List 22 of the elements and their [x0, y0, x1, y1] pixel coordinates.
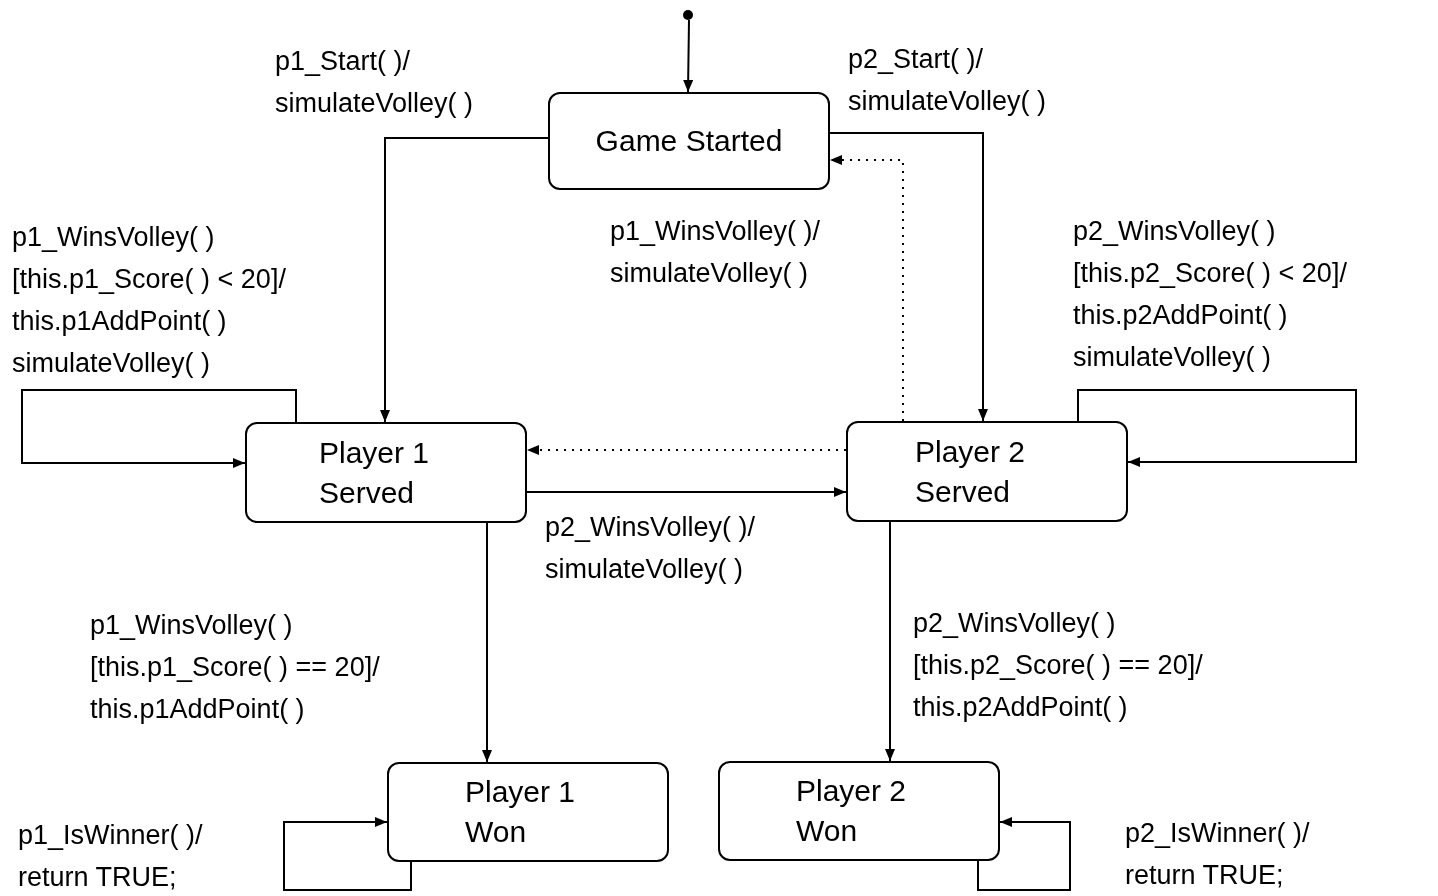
- dotted-transition-arrow: [829, 155, 904, 422]
- transition-arrow: [977, 817, 1071, 891]
- state-name: Player 1 Served: [319, 434, 431, 511]
- transition-arrow: [380, 137, 549, 423]
- state-name: Player 2 Served: [915, 433, 1027, 510]
- transition-arrow: [683, 19, 694, 93]
- state-box: [548, 92, 830, 190]
- transition-arrow: [482, 522, 492, 763]
- transition-arrow: [21, 389, 297, 468]
- transition-arrow: [885, 521, 895, 762]
- state-name: Player 2 Won: [796, 773, 908, 849]
- transition-arrow: [1077, 389, 1357, 467]
- state-box: [245, 422, 527, 523]
- transition-arrow: [283, 817, 412, 891]
- state-box: [718, 761, 1000, 861]
- transition-arrow: [526, 487, 847, 497]
- state-box: [846, 421, 1128, 522]
- state-box: [387, 762, 669, 862]
- state-name: Player 1 Won: [465, 774, 577, 850]
- transition-arrow: [829, 132, 988, 422]
- state-name: Game Started: [595, 123, 783, 159]
- dotted-transition-arrow: [526, 445, 847, 455]
